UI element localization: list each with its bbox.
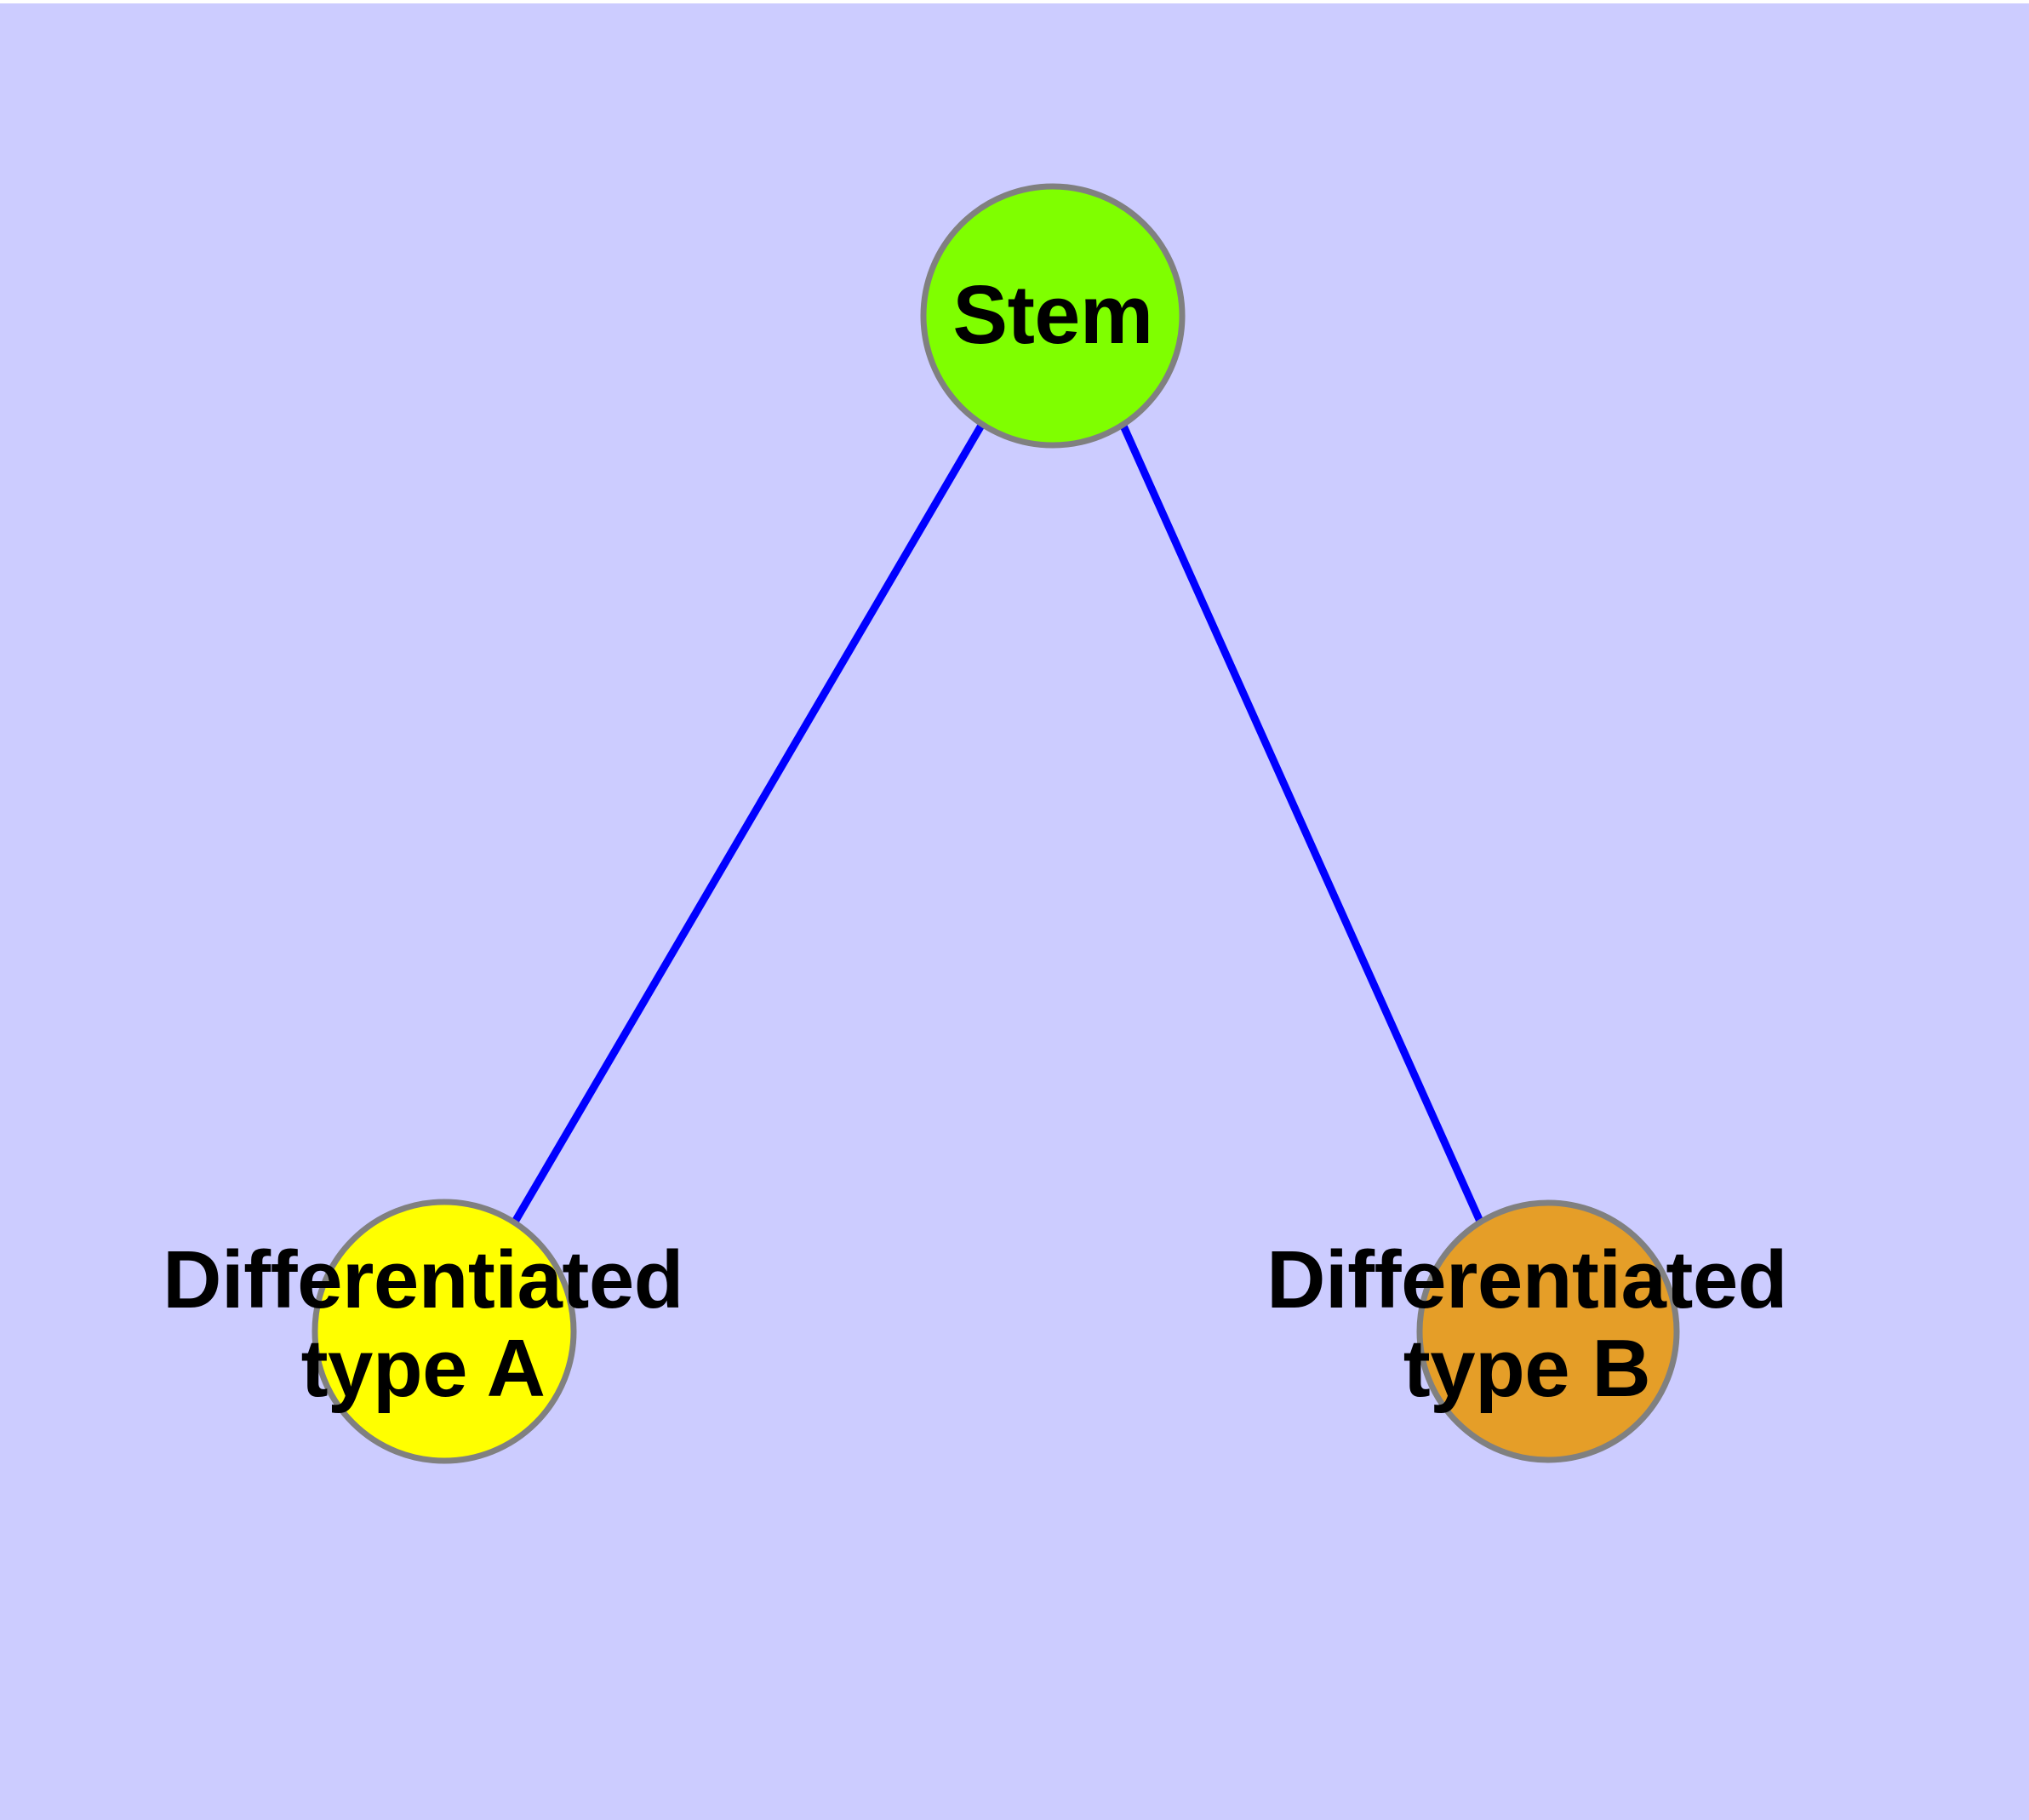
edge-group — [511, 421, 1485, 1226]
node-differentiated-type-a[interactable] — [311, 1199, 577, 1464]
node-stem[interactable] — [920, 183, 1186, 449]
edge-stem-to-differentiated-type-a[interactable] — [511, 421, 986, 1226]
node-differentiated-type-b[interactable] — [1416, 1199, 1680, 1463]
node-group — [311, 183, 1680, 1464]
edge-stem-to-differentiated-type-b[interactable] — [1118, 422, 1485, 1225]
